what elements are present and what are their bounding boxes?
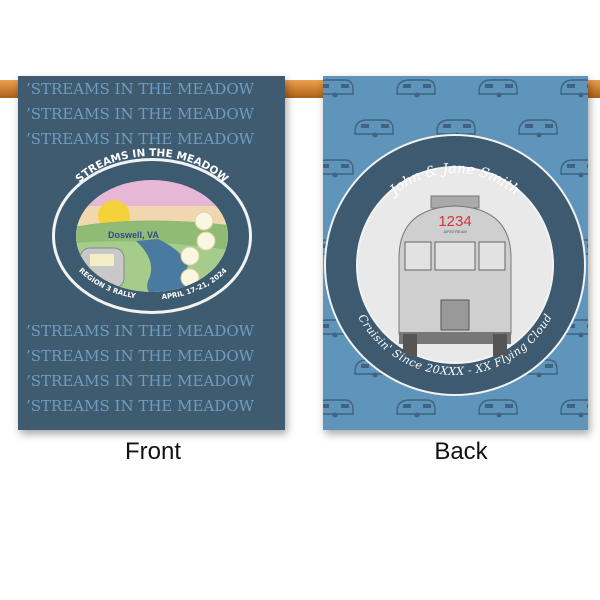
pattern-text-row: ’STREAMS IN THE MEADOW <box>26 322 255 340</box>
back-flag: 1234 AIRSTREAM John & Jane Smith Cruisin… <box>323 76 588 430</box>
camper-trailer-icon <box>354 119 394 139</box>
camper-trailer-icon <box>396 399 436 419</box>
camper-trailer-icon <box>560 399 588 419</box>
dogwood-flowers-icon <box>180 211 216 288</box>
front-flag: ’STREAMS IN THE MEADOW ’STREAMS IN THE ME… <box>18 76 285 430</box>
camper-trailer-icon <box>323 79 354 99</box>
pattern-text-row: ’STREAMS IN THE MEADOW <box>26 347 255 365</box>
camper-trailer-icon <box>323 399 354 419</box>
pattern-text-row: ’STREAMS IN THE MEADOW <box>26 80 255 98</box>
camper-trailer-icon <box>518 119 558 139</box>
camper-trailer-icon <box>560 79 588 99</box>
rally-badge: Doswell, VA STREAMS IN THE MEADOW REGION… <box>52 147 252 314</box>
camper-trailer-icon <box>478 79 518 99</box>
camper-trailer-icon <box>560 159 588 179</box>
stream <box>136 239 208 292</box>
pattern-text-row: ’STREAMS IN THE MEADOW <box>26 372 255 390</box>
landscape-scene: Doswell, VA <box>76 180 228 292</box>
pattern-text-row: ’STREAMS IN THE MEADOW <box>26 397 255 415</box>
trailer-number: 1234 <box>438 213 471 230</box>
camper-trailer-icon <box>478 399 518 419</box>
airstream-rear-icon: 1234 AIRSTREAM <box>398 195 512 356</box>
trailer-brand: AIRSTREAM <box>443 229 466 234</box>
front-label: Front <box>124 438 181 465</box>
back-artwork: 1234 AIRSTREAM John & Jane Smith Cruisin… <box>323 79 588 419</box>
pattern-text-row: ’STREAMS IN THE MEADOW <box>26 130 255 148</box>
camper-trailer-icon <box>323 159 354 179</box>
camper-trailer-icon <box>396 79 436 99</box>
location-text: Doswell, VA <box>108 230 159 240</box>
back-label: Back <box>434 438 488 465</box>
pattern-text-row: ’STREAMS IN THE MEADOW <box>26 105 255 123</box>
